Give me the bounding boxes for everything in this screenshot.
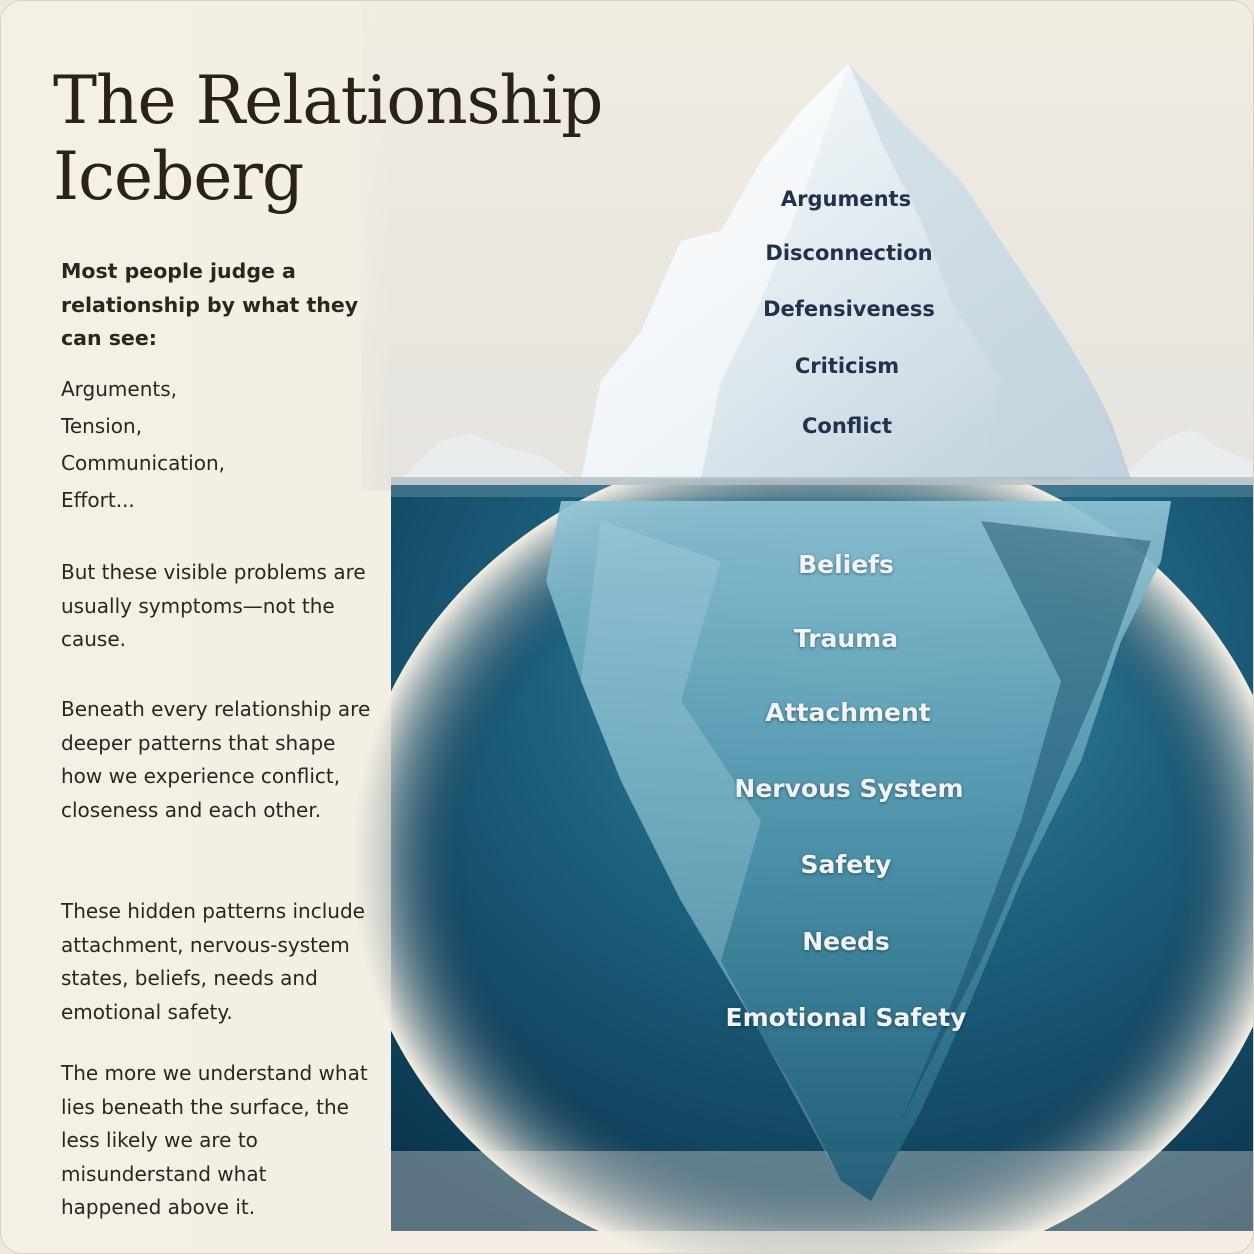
- list-item: Effort...: [61, 488, 135, 512]
- list-item: Arguments,: [61, 377, 178, 401]
- above-label-criticism: Criticism: [794, 354, 900, 378]
- above-label-conflict: Conflict: [801, 414, 893, 438]
- intro-text: Most people judge a relationship by what…: [61, 259, 359, 350]
- below-label-emotional-safety: Emotional Safety: [725, 1003, 967, 1032]
- page-title: The Relationship Iceberg: [53, 62, 603, 215]
- below-label-beliefs: Beliefs: [798, 550, 894, 579]
- above-label-disconnection: Disconnection: [765, 241, 933, 265]
- below-label-trauma: Trauma: [793, 624, 899, 653]
- text-panel: [1, 1, 391, 1253]
- visible-signs-list: Arguments, Tension, Communication, Effor…: [61, 371, 371, 519]
- above-label-arguments: Arguments: [780, 187, 912, 211]
- below-label-needs: Needs: [802, 927, 890, 956]
- paragraph-hidden-patterns: These hidden patterns include attachment…: [61, 899, 365, 1024]
- above-label-defensiveness: Defensiveness: [763, 297, 935, 321]
- below-label-safety: Safety: [800, 850, 892, 879]
- paragraph-understanding: The more we understand what lies beneath…: [61, 1061, 368, 1219]
- paragraph-symptoms: But these visible problems are usually s…: [61, 560, 366, 651]
- below-label-attachment: Attachment: [765, 698, 931, 727]
- list-item: Tension,: [61, 414, 143, 438]
- list-item: Communication,: [61, 451, 225, 475]
- paragraph-deeper-patterns: Beneath every relationship are deeper pa…: [61, 697, 371, 822]
- below-label-nervous-system: Nervous System: [734, 774, 964, 803]
